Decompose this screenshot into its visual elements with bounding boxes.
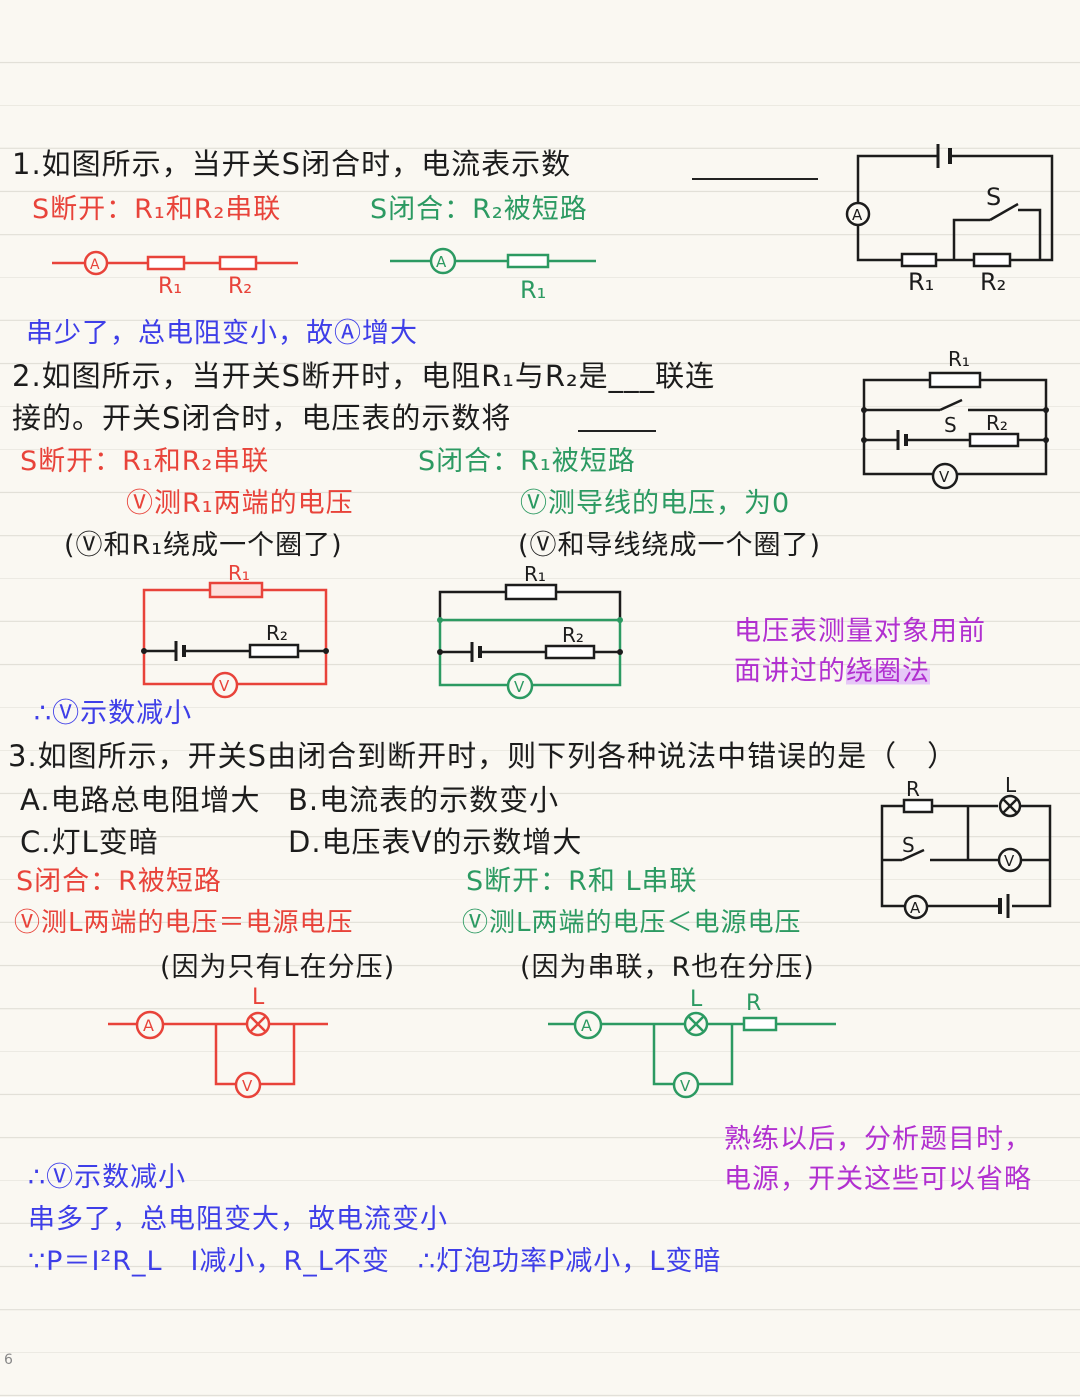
q1-open-circuit	[52, 250, 298, 276]
q3-open-voltmeter-label: V	[680, 1077, 691, 1095]
q1-answer-blank	[692, 178, 818, 180]
q2-closed-detail: Ⓥ测导线的电压，为0	[520, 488, 791, 519]
q2-closed-outer	[438, 583, 622, 662]
q2-closed-paren: (Ⓥ和导线绕成一个圈了)	[518, 530, 822, 561]
q3-r-label: R	[906, 777, 920, 801]
q1-main-circuit	[845, 144, 1054, 268]
q3-closed-circuit	[108, 1010, 328, 1099]
q3-side-note-line1: 熟练以后，分析题目时，	[724, 1124, 1032, 1155]
q1-open-ammeter-label: A	[90, 257, 100, 273]
q2-closed-note: S闭合：R₁被短路	[418, 446, 636, 477]
q2-r2-label: R₂	[986, 411, 1008, 435]
page-number: 6	[4, 1352, 13, 1368]
q2-open-r1-label: R₁	[228, 561, 250, 585]
q3-open-ammeter-label: A	[581, 1016, 592, 1035]
q3-open-detail: Ⓥ测L两端的电压＜电源电压	[462, 908, 802, 938]
q1-r1-label: R₁	[908, 268, 934, 296]
q3-open-note: S断开：R和 L串联	[466, 866, 698, 897]
q3-side-note-line2: 电源，开关这些可以省略	[724, 1164, 1032, 1195]
q2-r1-label: R₁	[948, 347, 970, 371]
q3-conclusion2: 串多了，总电阻变大，故电流变小	[28, 1204, 448, 1235]
q1-r2-label: R₂	[980, 268, 1006, 296]
q3-closed-paren: (因为只有L在分压)	[160, 952, 396, 983]
q1-open-r2-label: R₂	[228, 274, 252, 299]
q1-closed-circuit	[390, 247, 596, 275]
q2-closed-r1-label: R₁	[524, 562, 546, 586]
q3-option-c: C.灯L变暗	[20, 825, 159, 859]
q1-closed-note: S闭合：R₂被短路	[370, 194, 588, 225]
q2-question-line1: 2.如图所示，当开关S断开时，电阻R₁与R₂是___联连	[12, 359, 716, 393]
q1-closed-ammeter-label: A	[436, 253, 447, 271]
q3-question: 3.如图所示，开关S由闭合到断开时，则下列各种说法中错误的是（ ）	[8, 739, 958, 773]
q2-open-detail: Ⓥ测R₁两端的电压	[126, 488, 354, 519]
q3-lamp-label: L	[1005, 773, 1017, 797]
q2-open-voltmeter-label: V	[219, 677, 230, 695]
q3-ammeter-label: A	[910, 899, 921, 917]
q2-closed-r2-label: R₂	[562, 623, 584, 647]
q3-open-lamp-label: L	[690, 987, 703, 1012]
q3-switch-label: S	[902, 833, 915, 857]
q2-question-line2: 接的。开关S闭合时，电压表的示数将	[12, 401, 512, 435]
q3-closed-voltmeter-label: V	[242, 1077, 253, 1095]
q3-voltmeter-label: V	[1004, 852, 1015, 870]
q2-open-inner	[144, 641, 326, 661]
q3-closed-lamp-label: L	[252, 985, 265, 1010]
q3-option-d: D.电压表V的示数增大	[288, 825, 583, 859]
q2-main-circuit	[862, 371, 1048, 490]
q2-switch-label: S	[944, 413, 957, 437]
q3-conclusion1: ∴Ⓥ示数减小	[28, 1162, 187, 1193]
q1-switch-label: S	[986, 183, 1001, 211]
q2-open-paren: (Ⓥ和R₁绕成一个圈了)	[64, 530, 343, 561]
q2-closed-circuit	[438, 618, 622, 700]
q2-closed-voltmeter-label: V	[514, 678, 525, 696]
q3-option-b: B.电流表的示数变小	[288, 783, 560, 817]
q3-closed-note: S闭合：R被短路	[16, 866, 222, 897]
q3-open-r-label: R	[746, 991, 761, 1016]
q2-answer-blank	[578, 430, 656, 432]
q3-conclusion3: ∵P＝I²R_L I减小，R_L不变 ∴灯泡功率P减小，L变暗	[28, 1246, 722, 1277]
q2-open-r2-label: R₂	[266, 621, 288, 645]
q3-main-circuit	[880, 794, 1052, 920]
q1-ammeter-label: A	[852, 206, 863, 224]
q1-question: 1.如图所示，当开关S闭合时，电流表示数	[12, 147, 572, 181]
q1-open-note: S断开：R₁和R₂串联	[32, 194, 282, 225]
q3-option-a: A.电路总电阻增大	[20, 783, 261, 817]
q1-open-r1-label: R₁	[158, 274, 182, 299]
q2-open-note: S断开：R₁和R₂串联	[20, 446, 270, 477]
q2-voltmeter-label: V	[939, 468, 950, 486]
q3-open-paren: (因为串联，R也在分压)	[520, 952, 815, 983]
q1-closed-r1-label: R₁	[520, 276, 546, 304]
q3-closed-ammeter-label: A	[143, 1016, 154, 1035]
q2-side-note-line2-a: 面讲过的	[734, 656, 846, 687]
q2-open-circuit	[142, 581, 328, 699]
q3-open-circuit	[548, 1010, 836, 1099]
q2-side-note-line1: 电压表测量对象用前	[734, 616, 986, 647]
q2-side-note-highlight: 绕圈法	[846, 656, 930, 687]
q1-conclusion: 串少了，总电阻变小，故Ⓐ增大	[26, 318, 418, 349]
q3-closed-detail: Ⓥ测L两端的电压＝电源电压	[14, 908, 354, 938]
q2-side-note-line2: 面讲过的绕圈法	[734, 656, 930, 687]
q2-conclusion: ∴Ⓥ示数减小	[34, 698, 193, 729]
